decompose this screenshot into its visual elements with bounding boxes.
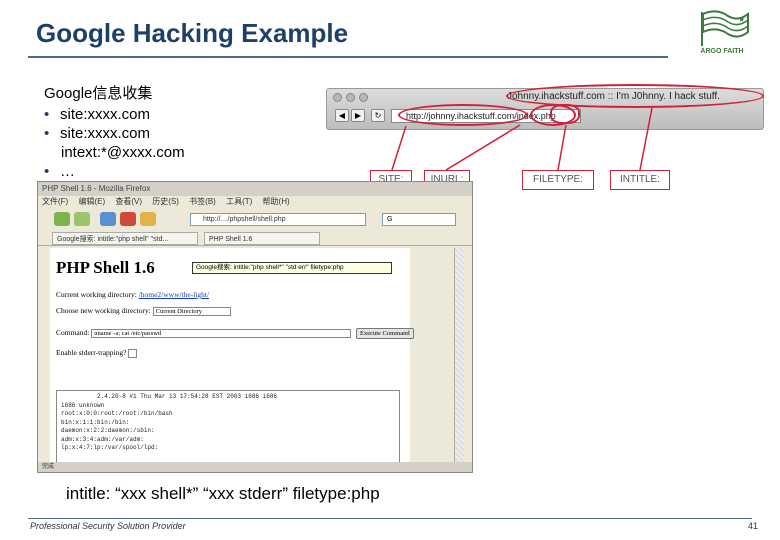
page-number: 41 [748, 521, 759, 531]
command-label: Command: [56, 328, 90, 337]
intitle-highlight-oval [506, 84, 764, 108]
reload-icon [100, 212, 116, 226]
cwd-row: Current working directory: /home2/www/th… [56, 290, 209, 299]
svg-text:★: ★ [738, 15, 745, 24]
bullet-icon: • [44, 125, 50, 142]
flag-logo-icon: ★ [701, 10, 749, 46]
search-tooltip: Google搜索: intitle:"php shell*" "std err"… [192, 262, 392, 274]
home-icon [140, 212, 156, 226]
choose-dir-row: Choose new working directory: Current Di… [56, 306, 231, 316]
list-item: •… [44, 162, 185, 181]
output-line: lp:x:4:7:lp:/var/spool/lpd: [61, 444, 159, 451]
menu-item: 编辑(E) [78, 197, 106, 206]
reload-icon: ↻ [371, 109, 385, 122]
browser-screenshot-bottom: PHP Shell 1.6 - Mozilla Firefox 文件(F) 编辑… [37, 181, 473, 473]
cwd-link: /home2/www/the-light/ [138, 290, 210, 299]
stderr-row: Enable stderr-trapping? [56, 348, 138, 358]
status-bar: 完成 [38, 462, 472, 472]
choose-dir-label: Choose new working directory: [56, 306, 151, 315]
bullet-subtext: intext:*@xxxx.com [61, 144, 185, 161]
output-line: 2.4.20-8 #1 Thu Mar 13 17:54:28 EST 2003… [61, 393, 278, 400]
menu-bar: 文件(F) 编辑(E) 查看(V) 历史(S) 书签(B) 工具(T) 帮助(H… [38, 196, 472, 208]
stop-icon [120, 212, 136, 226]
forward-arrow-icon: ▶ [351, 109, 365, 122]
cwd-label: Current working directory: [56, 290, 137, 299]
back-arrow-icon [54, 212, 70, 226]
bullet-text: … [60, 163, 75, 180]
menu-item: 历史(S) [152, 197, 179, 206]
menu-item: 工具(T) [226, 197, 253, 206]
minimize-dot-icon [346, 93, 355, 102]
footer-divider [28, 518, 752, 519]
menu-item: 查看(V) [115, 197, 143, 206]
command-row: Command: uname -a; cat /etc/passwd [56, 328, 352, 338]
shell-page-title: PHP Shell 1.6 [56, 258, 155, 277]
slide-title: Google Hacking Example [36, 18, 349, 48]
output-line: i686 unknown [61, 401, 105, 409]
page-content: PHP Shell 1.6 Google搜索: intitle:"php she… [50, 248, 414, 468]
bullet-list: Google信息收集 • site:xxxx.com • site:xxxx.com… [44, 84, 185, 181]
zoom-dot-icon [359, 93, 368, 102]
execute-command-button: Execute Command [356, 328, 414, 339]
menu-item: 书签(B) [189, 197, 216, 206]
filetype-operator-label: FILETYPE: [522, 170, 594, 190]
output-line: daemon:x:2:2:daemon:/sbin: [61, 427, 155, 434]
list-item: • site:xxxx.com [44, 105, 185, 124]
menu-item: 文件(F) [42, 197, 69, 206]
search-box: G [382, 213, 456, 226]
stderr-label: Enable stderr-trapping? [56, 348, 127, 357]
tab-strip: Google搜索: intitle:"php shell" "std... PH… [38, 230, 472, 246]
bullet-text: site:xxxx.com [60, 125, 151, 142]
company-logo: ★ ARGO FAITH [692, 8, 752, 60]
page-scrollbar [454, 248, 464, 468]
command-output: 2.4.20-8 #1 Thu Mar 13 17:54:28 EST 2003… [56, 390, 400, 464]
bullet-icon: • [44, 106, 50, 123]
back-arrow-icon: ◀ [335, 109, 349, 122]
site-highlight-oval [398, 104, 528, 126]
logo-text: ARGO FAITH [700, 48, 744, 55]
address-bar: http://…/phpshell/shell.php [190, 213, 366, 226]
close-dot-icon [333, 93, 342, 102]
bullet-text: site:xxxx.com [60, 106, 151, 123]
output-line: adm:x:3:4:adm:/var/adm: [61, 435, 144, 443]
stderr-checkbox [128, 348, 138, 358]
menu-item: 帮助(H) [262, 197, 290, 206]
bullet-icon: • [44, 163, 50, 180]
choose-dir-select: Current Directory [152, 306, 231, 316]
output-line: root:x:0:0:root:/root:/bin/bash [61, 410, 173, 417]
tab-google-search: Google搜索: intitle:"php shell" "std... [52, 232, 198, 245]
search-query-caption: intitle: “xxx shell*” “xxx stderr” filet… [66, 484, 380, 503]
bullet-heading: Google信息收集 [44, 85, 153, 102]
footer-text: Professional Security Solution Provider [30, 521, 186, 531]
title-divider [28, 56, 668, 58]
navigation-toolbar: http://…/phpshell/shell.php G [38, 208, 472, 230]
intitle-operator-label: INTITLE: [610, 170, 670, 190]
tab-php-shell: PHP Shell 1.6 [204, 232, 320, 245]
execute-row: Execute Command [356, 328, 414, 339]
command-input: uname -a; cat /etc/passwd [91, 328, 352, 338]
list-item: • site:xxxx.com [44, 124, 185, 143]
output-line: bin:x:1:1:bin:/bin: [61, 418, 130, 426]
forward-arrow-icon [74, 212, 90, 226]
filetype-highlight-oval [550, 104, 580, 124]
window-title: PHP Shell 1.6 - Mozilla Firefox [38, 182, 472, 196]
